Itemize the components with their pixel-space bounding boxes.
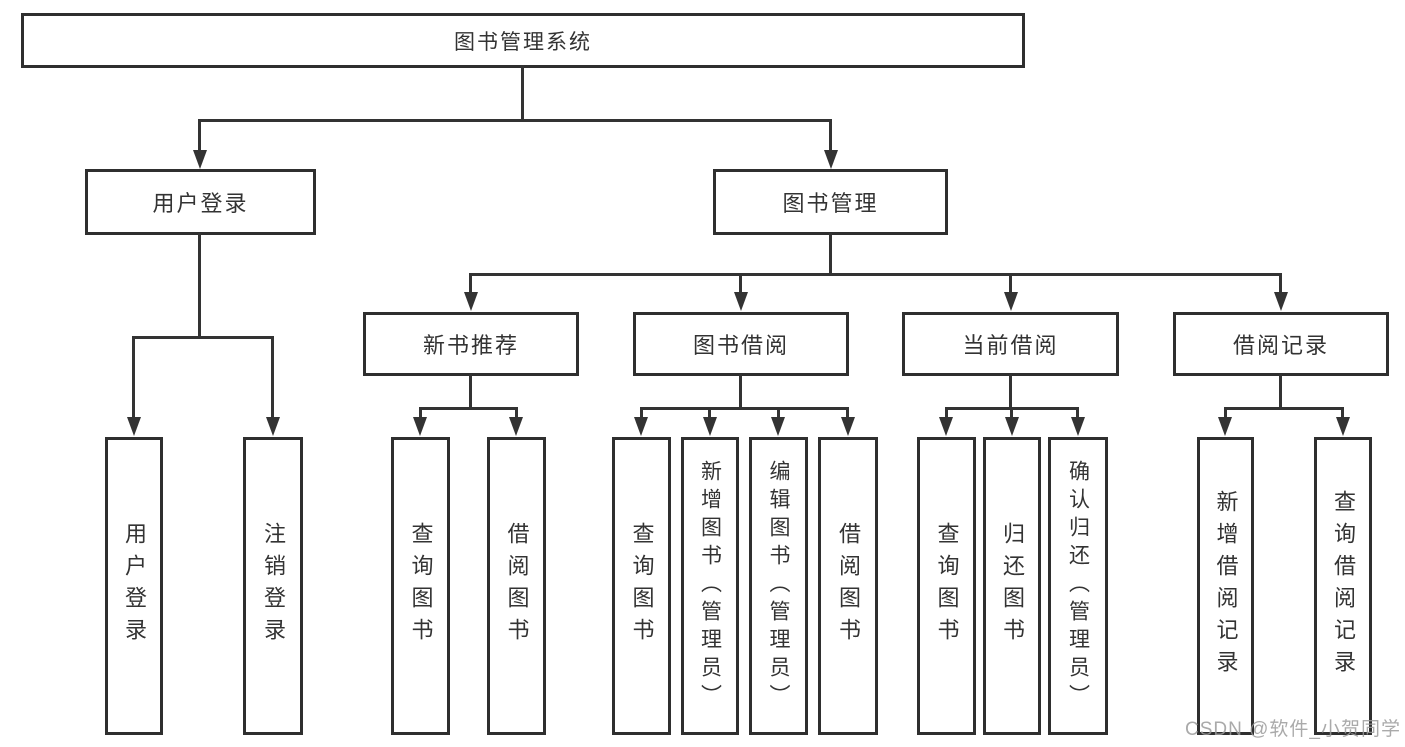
arrowhead-leaf-return-books (1005, 417, 1019, 436)
edge-to-leaf-confirm-return-admin (1076, 407, 1079, 419)
watermark: CSDN @软件_小贺同学 (1185, 719, 1401, 740)
arrowhead-leaf-query-borrow-record (1336, 417, 1350, 436)
edge-to-leaf-query-books-borrow (640, 407, 643, 419)
node-current-borrow: 当前借阅 (902, 312, 1119, 376)
leaf-user-login: 用户登录 (105, 437, 163, 735)
edge-to-leaf-borrow-books-borrow (846, 407, 849, 419)
edge-borrow-records-stem (1279, 374, 1282, 410)
edge-to-leaf-add-borrow-record (1224, 407, 1227, 419)
edge-to-current-borrow (1009, 273, 1012, 293)
edge-to-leaf-query-books-current (945, 407, 948, 419)
edge-to-borrow-records (1279, 273, 1282, 293)
arrowhead-book-management (824, 150, 838, 169)
arrowhead-leaf-confirm-return-admin (1071, 417, 1085, 436)
arrowhead-user-login (193, 150, 207, 169)
node-book-borrow: 图书借阅 (633, 312, 849, 376)
leaf-query-books-recommend: 查询图书 (391, 437, 450, 735)
edge-new-book-recommend-stem (469, 374, 472, 410)
leaf-user-login-label: 用户登录 (122, 522, 147, 650)
leaf-query-books-borrow-label: 查询图书 (629, 522, 655, 650)
edge-to-leaf-logout (271, 336, 274, 417)
arrowhead-leaf-query-books-recommend (413, 417, 427, 436)
leaf-add-borrow-record: 新增借阅记录 (1197, 437, 1254, 735)
arrowhead-leaf-edit-book-admin (771, 417, 785, 436)
leaf-confirm-return-admin: 确认归还（管理员） (1048, 437, 1108, 735)
edge-book-management-stem (829, 233, 832, 276)
arrowhead-leaf-query-books-current (939, 417, 953, 436)
leaf-borrow-books-borrow: 借阅图书 (818, 437, 878, 735)
arrowhead-book-borrow (734, 292, 748, 311)
leaf-query-books-current: 查询图书 (917, 437, 976, 735)
node-borrow-records: 借阅记录 (1173, 312, 1389, 376)
node-user-login: 用户登录 (85, 169, 316, 235)
edge-user-login-stem (198, 233, 201, 339)
node-root: 图书管理系统 (21, 13, 1025, 68)
leaf-query-books-borrow: 查询图书 (612, 437, 671, 735)
edge-book-borrow-bar (640, 407, 849, 410)
leaf-return-books: 归还图书 (983, 437, 1041, 735)
edge-to-book-borrow (739, 273, 742, 293)
edge-to-leaf-edit-book-admin (777, 407, 780, 419)
arrowhead-new-book-recommend (464, 292, 478, 311)
edge-to-user-login (198, 119, 201, 151)
leaf-add-book-admin-label: 新增图书（管理员） (698, 460, 722, 712)
arrowhead-leaf-add-borrow-record (1218, 417, 1232, 436)
edge-to-new-book-recommend (469, 273, 472, 293)
leaf-add-borrow-record-label: 新增借阅记录 (1213, 490, 1239, 682)
leaf-query-books-current-label: 查询图书 (934, 522, 960, 650)
leaf-confirm-return-admin-label: 确认归还（管理员） (1066, 460, 1090, 712)
leaf-return-books-label: 归还图书 (1000, 522, 1025, 650)
arrowhead-current-borrow (1004, 292, 1018, 311)
edge-root-bar (198, 119, 832, 122)
arrowhead-leaf-borrow-books-borrow (841, 417, 855, 436)
edge-to-leaf-user-login (132, 336, 135, 417)
leaf-edit-book-admin: 编辑图书（管理员） (749, 437, 808, 735)
leaf-add-book-admin: 新增图书（管理员） (681, 437, 739, 735)
arrowhead-leaf-logout (266, 417, 280, 436)
arrowhead-leaf-add-book-admin (703, 417, 717, 436)
edge-current-borrow-stem (1009, 374, 1012, 410)
leaf-borrow-books-borrow-label: 借阅图书 (836, 522, 861, 650)
edge-to-leaf-return-books (1010, 407, 1013, 419)
leaf-query-borrow-record: 查询借阅记录 (1314, 437, 1372, 735)
edge-root-stem (521, 65, 524, 121)
arrowhead-leaf-borrow-books-recommend (509, 417, 523, 436)
leaf-borrow-books-recommend: 借阅图书 (487, 437, 546, 735)
leaf-logout-label: 注销登录 (261, 522, 286, 650)
edge-to-leaf-query-borrow-record (1341, 407, 1344, 419)
edge-to-leaf-borrow-books-recommend (515, 407, 518, 419)
arrowhead-leaf-query-books-borrow (634, 417, 648, 436)
edge-book-management-bar (469, 273, 1282, 276)
edge-to-leaf-query-books-recommend (419, 407, 422, 419)
leaf-query-borrow-record-label: 查询借阅记录 (1331, 490, 1356, 682)
arrowhead-borrow-records (1274, 292, 1288, 311)
edge-to-leaf-add-book-admin (708, 407, 711, 419)
leaf-query-books-recommend-label: 查询图书 (408, 522, 434, 650)
arrowhead-leaf-user-login (127, 417, 141, 436)
edge-book-borrow-stem (739, 374, 742, 410)
edge-new-book-recommend-bar (419, 407, 518, 410)
node-book-management: 图书管理 (713, 169, 948, 235)
edge-to-book-management (829, 119, 832, 151)
leaf-borrow-books-recommend-label: 借阅图书 (504, 522, 530, 650)
node-new-book-recommend: 新书推荐 (363, 312, 579, 376)
leaf-logout: 注销登录 (243, 437, 303, 735)
edge-borrow-records-bar (1224, 407, 1344, 410)
leaf-edit-book-admin-label: 编辑图书（管理员） (767, 460, 790, 712)
edge-user-login-bar (132, 336, 274, 339)
